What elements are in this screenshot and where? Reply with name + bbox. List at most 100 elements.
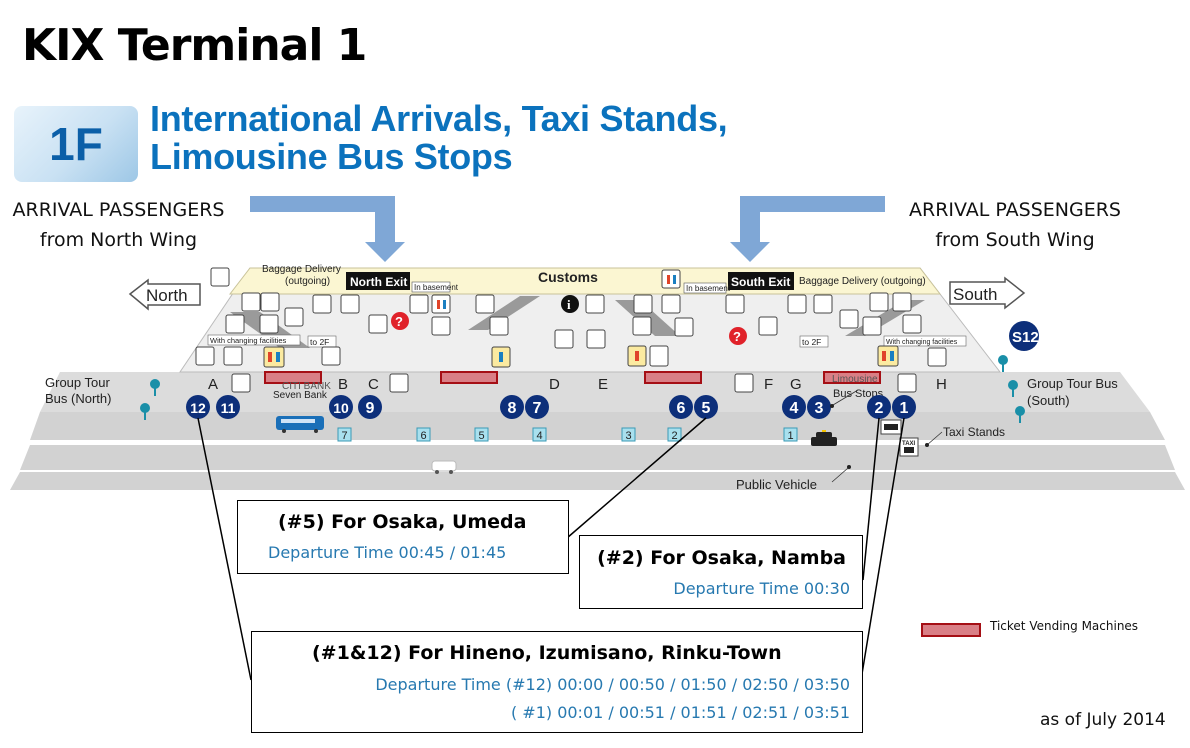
ticket-vending-legend-label: Ticket Vending Machines	[990, 619, 1139, 633]
in-basement-north: In basement	[411, 281, 459, 293]
arrival-south-line2: from South Wing	[935, 229, 1095, 251]
s12-badge: S12	[1009, 321, 1039, 351]
taxi-sign-icon: TAXI	[899, 437, 919, 457]
north-exit: North Exit	[346, 272, 410, 290]
currency-exchange-icon	[725, 294, 745, 314]
ticket-vending-machine	[644, 371, 702, 384]
ticket-vending-legend-swatch	[921, 623, 981, 637]
north-direction-arrow: North	[128, 278, 201, 311]
arrival-arrow-south	[730, 196, 885, 262]
baggage-delivery-north-2: (outgoing)	[285, 276, 330, 287]
lockers-icon	[892, 292, 912, 312]
taxi-stands-label: Taxi Stands	[943, 425, 1005, 439]
gate-e: E	[598, 376, 608, 393]
internet-icon	[813, 294, 833, 314]
svg-text:With changing facilities: With changing facilities	[886, 339, 958, 346]
gate-d: D	[549, 376, 560, 393]
aed-icon	[431, 316, 451, 336]
baggage-service-icon	[869, 292, 889, 312]
group-tour-south-2: (South)	[1027, 393, 1070, 408]
svg-text:?: ?	[733, 329, 741, 344]
callout-stop-5-title: (#5) For Osaka, Umeda	[278, 511, 527, 533]
callout-stop-1-12-title: (#1&12) For Hineno, Izumisano, Rinku-Tow…	[312, 642, 782, 664]
bus-stop-11: 11	[216, 395, 240, 419]
baggage-delivery-south: Baggage Delivery (outgoing)	[799, 276, 926, 287]
bus-stop-9: 9	[358, 395, 382, 419]
lane-number-7: 7	[337, 427, 352, 442]
callout-stop-1-departure: ( #1) 00:01 / 00:51 / 01:51 / 02:51 / 03…	[510, 703, 850, 722]
bus-stop-8: 8	[500, 395, 524, 419]
bus-stop-pole-icons	[140, 355, 1025, 423]
to-2f-south: to 2F	[799, 335, 829, 348]
north-label: North	[146, 286, 188, 305]
smoking-area-icon	[897, 373, 917, 393]
restroom-figures	[268, 275, 894, 362]
limousine-label: Limousine	[832, 374, 878, 385]
svg-text:?: ?	[395, 314, 403, 329]
mailbox-icon	[321, 346, 341, 366]
svg-text:1: 1	[900, 400, 909, 417]
smoking-area-icon	[223, 346, 243, 366]
smoking-area-icon	[389, 373, 409, 393]
public-vehicle-car-icon	[431, 460, 457, 474]
to-2f-north: to 2F	[307, 335, 337, 348]
currency-exchange-icon	[340, 294, 360, 314]
arrival-north-label: ARRIVAL PASSENGERS from North Wing	[0, 195, 241, 255]
svg-text:to 2F: to 2F	[310, 337, 329, 347]
svg-text:7: 7	[341, 430, 347, 442]
phone-icon	[674, 317, 694, 337]
svg-text:With changing facilities: With changing facilities	[210, 336, 287, 345]
restroom-icon	[661, 269, 681, 289]
south-exit: South Exit	[728, 272, 794, 290]
changing-facilities-north: With changing facilities	[207, 334, 301, 346]
taxi-icon	[811, 430, 837, 446]
lane-number-5: 5	[474, 427, 489, 442]
elevator-icon	[633, 294, 653, 314]
elevator-icon	[475, 294, 495, 314]
currency-exchange-icon	[585, 294, 605, 314]
elevator-icon	[758, 316, 778, 336]
svg-text:1: 1	[787, 430, 793, 442]
gate-h: H	[936, 376, 947, 393]
bus-stop-2: 2	[867, 395, 891, 419]
facility-icons	[195, 267, 947, 393]
bus-stop-6: 6	[669, 395, 693, 419]
svg-text:6: 6	[420, 430, 426, 442]
lockers-icon	[210, 267, 230, 287]
bus-stop-7: 7	[525, 395, 549, 419]
cafe-icon	[839, 309, 859, 329]
elevator-icon	[902, 314, 922, 334]
svg-text:In basement: In basement	[414, 283, 459, 292]
page-title: KIX Terminal 1	[22, 20, 367, 71]
ticket-vending-machine	[823, 371, 881, 384]
bus-stop-1: 1	[892, 395, 916, 419]
bus-stop-3: 3	[807, 395, 831, 419]
ferry-icon	[195, 346, 215, 366]
help-desk-icon-south: ?	[729, 327, 747, 345]
group-tour-north-2: Bus (North)	[45, 391, 111, 406]
bus-stop-4: 4	[782, 395, 806, 419]
svg-text:4: 4	[536, 430, 542, 442]
svg-text:5: 5	[702, 400, 711, 417]
svg-text:4: 4	[790, 400, 799, 417]
lane-number-4: 4	[532, 427, 547, 442]
south-direction-arrow: South	[949, 276, 1026, 310]
lockers-icon	[241, 292, 261, 312]
gate-g: G	[790, 376, 802, 393]
callout-stop-2-title: (#2) For Osaka, Namba	[597, 547, 846, 569]
smoking-area-icon	[734, 373, 754, 393]
baggage-service-icon	[260, 292, 280, 312]
elevator-icon	[368, 314, 388, 334]
arrival-south-label: ARRIVAL PASSENGERS from South Wing	[885, 195, 1145, 255]
gate-letters: A B C D E F G H	[208, 376, 947, 393]
baggage-delivery-north-1: Baggage Delivery	[262, 264, 341, 275]
group-tour-north-1: Group Tour	[45, 375, 110, 390]
gate-b: B	[338, 376, 348, 393]
south-label: South	[953, 285, 997, 304]
internet-icon	[312, 294, 332, 314]
svg-text:S12: S12	[1012, 329, 1039, 346]
bus-stop-10: 10	[329, 395, 353, 419]
